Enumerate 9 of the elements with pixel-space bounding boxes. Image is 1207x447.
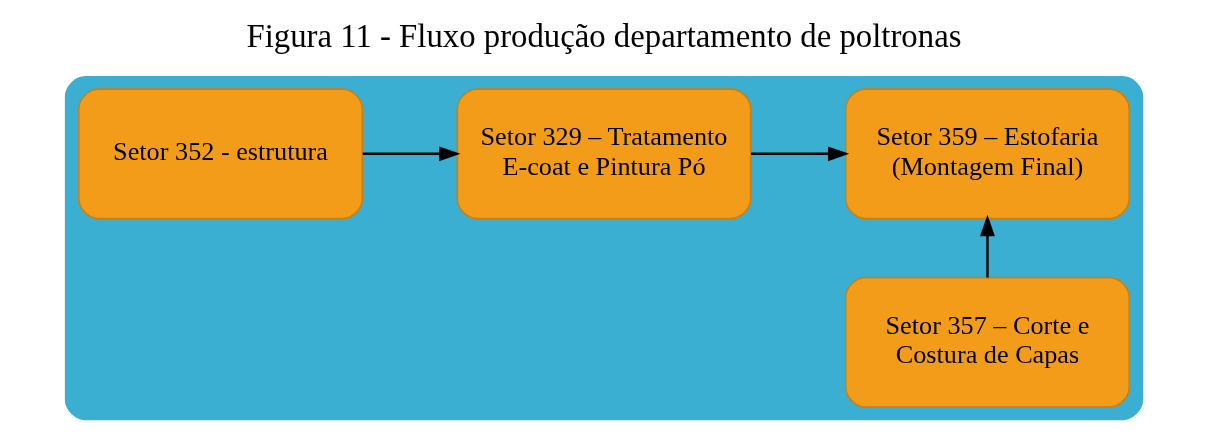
diagram-title: Figura 11 - Fluxo produção departamento de poltronas (246, 18, 961, 55)
cluster (64, 76, 1143, 421)
node-box: Setor 359 – Estofaria (Montagem Final) (844, 88, 1130, 220)
node-box: Setor 352 - estrutura (77, 88, 363, 220)
node-box: Setor 329 – Tratamento E-coat e Pintura Pó (456, 88, 751, 220)
arrow (750, 146, 849, 162)
arrow (979, 214, 995, 278)
node-box: Setor 357 – Corte e Costura de Capas (844, 276, 1130, 408)
arrow (362, 146, 460, 162)
